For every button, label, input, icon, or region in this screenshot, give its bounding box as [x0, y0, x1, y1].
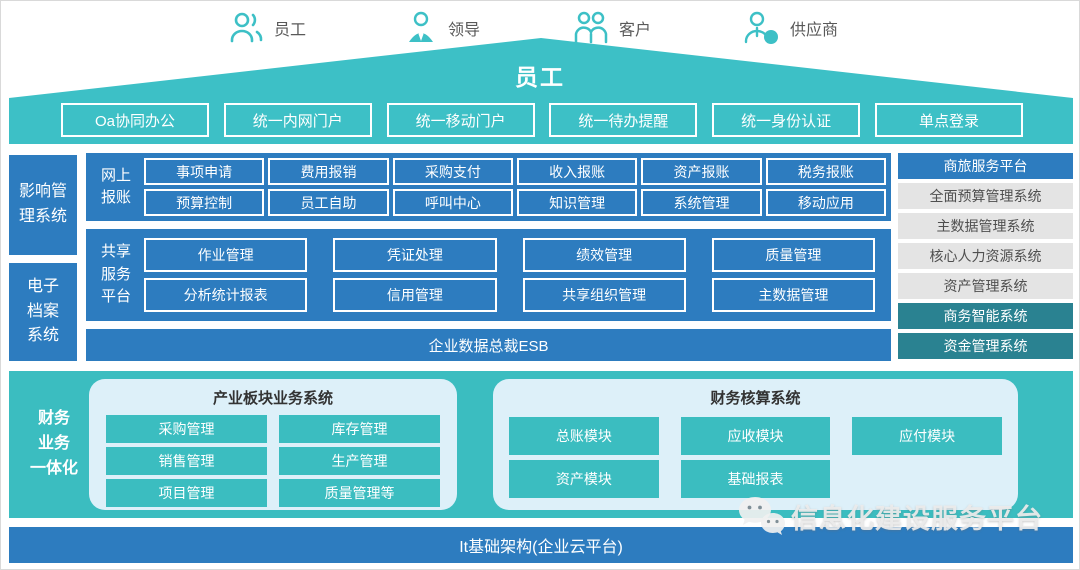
module-job-mgmt: 作业管理	[144, 238, 308, 272]
module-inventory-mgmt: 库存管理	[279, 415, 440, 443]
module-project-mgmt: 项目管理	[106, 479, 267, 507]
module-procurement-mgmt: 采购管理	[106, 415, 267, 443]
sidebar-imaging-line: 理系统	[18, 208, 67, 225]
system-business-intelligence: 商务智能系统	[898, 303, 1073, 329]
wechat-icon	[739, 497, 785, 535]
module-receivables: 应收模块	[680, 417, 831, 455]
employee-icon	[230, 12, 263, 43]
online-reimbursement-line: 报账	[100, 189, 131, 206]
accounting-panel-title: 财务核算系统	[710, 390, 801, 407]
module-knowledge-mgmt: 知识管理	[517, 189, 638, 216]
actor-leader: 领导	[405, 9, 480, 47]
actor-employee: 员工	[229, 9, 306, 47]
system-master-data: 主数据管理系统	[898, 213, 1073, 239]
sidebar-earchive-system: 电子 档案 系统	[9, 263, 77, 361]
module-tax-report: 税务报账	[765, 158, 886, 185]
right-system-column: 商旅服务平台 全面预算管理系统 主数据管理系统 核心人力资源系统 资产管理系统 …	[898, 153, 1073, 359]
watermark: 信息化建设服务平台	[737, 495, 1043, 537]
shared-services-grid: 作业管理 凭证处理 绩效管理 质量管理 分析统计报表 信用管理 共享组织管理 主…	[144, 238, 875, 312]
leader-icon	[409, 11, 433, 42]
shared-services-line: 平台	[100, 288, 131, 306]
shared-services-label: 共享 服务 平台	[88, 238, 144, 312]
online-reimbursement-line: 网上	[100, 166, 131, 184]
module-master-data-mgmt: 主数据管理	[711, 278, 875, 312]
industry-panel-title: 产业板块业务系统	[212, 390, 333, 407]
actor-supplier-label: 供应商	[790, 22, 839, 39]
module-basic-reports: 基础报表	[680, 460, 831, 498]
module-performance-mgmt: 绩效管理	[522, 238, 686, 272]
roof-shape	[9, 38, 1073, 144]
module-production-mgmt: 生产管理	[279, 447, 440, 475]
customer-icon	[574, 11, 608, 44]
industry-business-panel: 产业板块业务系统 采购管理 库存管理 销售管理 生产管理 项目管理 质量管理等	[89, 379, 457, 510]
module-sales-mgmt: 销售管理	[106, 447, 267, 475]
infrastructure-bar: It基础架构(企业云平台)	[9, 527, 1073, 563]
accounting-panel-grid: 总账模块 应收模块 应付模块 资产模块 基础报表	[509, 417, 1002, 498]
module-analysis-reports: 分析统计报表	[144, 278, 308, 312]
module-call-center: 呼叫中心	[392, 189, 513, 216]
actor-customer-label: 客户	[619, 22, 652, 39]
sidebar-imaging-line: 影响管	[18, 183, 67, 201]
portal-item-sso: 单点登录	[874, 103, 1023, 137]
module-item-application: 事项申请	[144, 158, 265, 185]
module-quality-mgmt: 质量管理	[711, 238, 875, 272]
portal-item-identity: 统一身份认证	[712, 103, 861, 137]
watermark-text: 信息化建设服务平台	[791, 503, 1043, 534]
portal-item-intranet: 统一内网门户	[223, 103, 372, 137]
module-payables: 应付模块	[852, 417, 1002, 455]
module-quality-mgmt-etc: 质量管理等	[279, 479, 440, 507]
sidebar-earchive-line: 电子	[26, 277, 59, 295]
actor-supplier: 供应商	[743, 9, 838, 47]
roof-title: 员工	[515, 64, 565, 90]
supplier-icon	[744, 11, 778, 44]
module-voucher-processing: 凭证处理	[333, 238, 497, 272]
module-purchase-payment: 采购支付	[392, 158, 513, 185]
module-shared-org-mgmt: 共享组织管理	[522, 278, 686, 312]
actor-customer: 客户	[572, 9, 651, 47]
finance-integration-label: 财务 业务 一体化	[23, 407, 85, 481]
portal-item-mobile: 统一移动门户	[386, 103, 535, 137]
module-asset-report: 资产报账	[641, 158, 762, 185]
module-budget-control: 预算控制	[144, 189, 265, 216]
shared-services-line: 共享	[100, 243, 131, 261]
portal-item-oa: Oa协同办公	[61, 103, 209, 137]
module-income-report: 收入报账	[517, 158, 638, 185]
module-mobile-app: 移动应用	[765, 189, 886, 216]
actor-employee-label: 员工	[274, 22, 307, 39]
shared-services-section: 共享 服务 平台 作业管理 凭证处理 绩效管理 质量管理 分析统计报表 信用管理…	[86, 229, 891, 321]
industry-panel-grid: 采购管理 库存管理 销售管理 生产管理 项目管理 质量管理等	[106, 415, 440, 507]
portal-item-todo: 统一待办提醒	[549, 103, 698, 137]
financial-accounting-panel: 财务核算系统 总账模块 应收模块 应付模块 资产模块 基础报表	[493, 379, 1018, 510]
module-expense-reimb: 费用报销	[268, 158, 389, 185]
sidebar-imaging-system: 影响管 理系统	[9, 155, 77, 255]
system-fund-mgmt: 资金管理系统	[898, 333, 1073, 359]
online-reimbursement-grid: 事项申请 费用报销 采购支付 收入报账 资产报账 税务报账 预算控制 员工自助 …	[144, 158, 886, 216]
finance-integration-line: 一体化	[29, 459, 78, 477]
system-budget-mgmt: 全面预算管理系统	[898, 183, 1073, 209]
system-core-hr: 核心人力资源系统	[898, 243, 1073, 269]
module-asset-module: 资产模块	[509, 460, 659, 498]
system-asset-mgmt: 资产管理系统	[898, 273, 1073, 299]
finance-integration-line: 财务	[37, 410, 70, 427]
finance-integration-line: 业务	[37, 434, 70, 452]
portal-bar: Oa协同办公 统一内网门户 统一移动门户 统一待办提醒 统一身份认证 单点登录	[61, 103, 1023, 137]
sidebar-earchive-line: 档案	[26, 302, 59, 320]
shared-services-line: 服务	[100, 265, 131, 283]
module-system-mgmt: 系统管理	[641, 189, 762, 216]
module-employee-selfservice: 员工自助	[268, 189, 389, 216]
esb-bar: 企业数据总裁ESB	[86, 329, 891, 361]
online-reimbursement-section: 网上 报账 事项申请 费用报销 采购支付 收入报账 资产报账 税务报账 预算控制…	[86, 153, 891, 221]
finance-integration-section: 财务 业务 一体化 产业板块业务系统 采购管理 库存管理 销售管理 生产管理 项…	[9, 371, 1073, 518]
module-general-ledger: 总账模块	[509, 417, 659, 455]
system-travel-service: 商旅服务平台	[898, 153, 1073, 179]
module-credit-mgmt: 信用管理	[333, 278, 497, 312]
online-reimbursement-label: 网上 报账	[88, 158, 144, 216]
sidebar-earchive-line: 系统	[26, 327, 59, 345]
actor-leader-label: 领导	[448, 22, 481, 39]
